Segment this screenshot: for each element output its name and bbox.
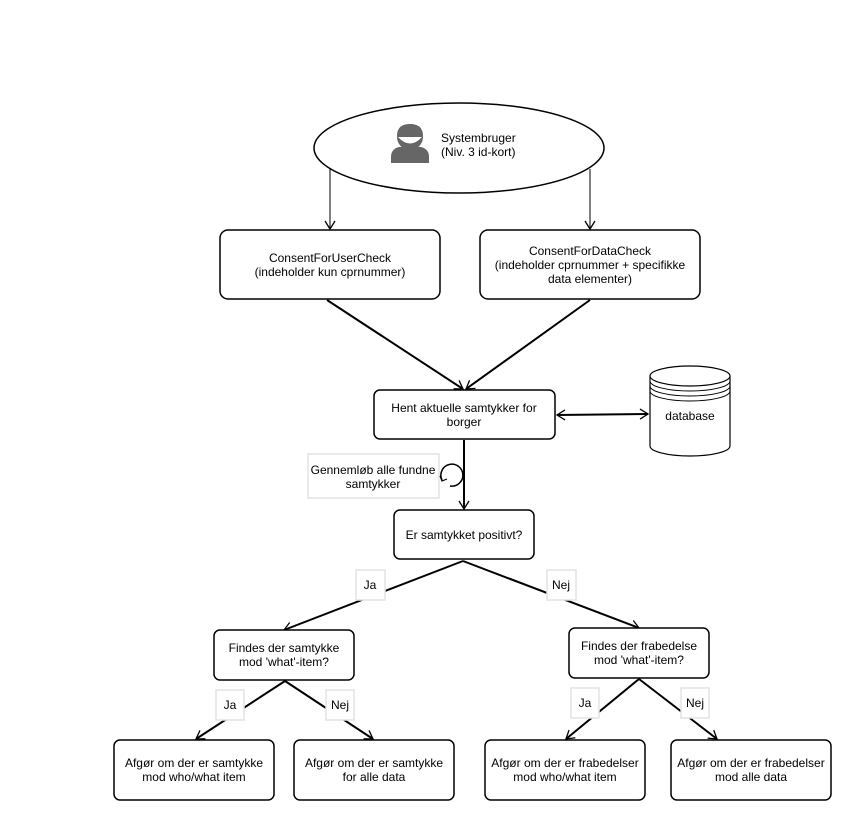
arrow-optout-no (638, 678, 718, 740)
outcome-optout-who-what-line1: Afgør om der er frabedelser (491, 756, 638, 770)
edge-label-consent-yes: Ja (215, 689, 245, 721)
edge-label-no: Nej (546, 569, 577, 601)
edge-label-yes: Ja (355, 569, 386, 601)
optout-what-item-line1: Findes der frabedelse (581, 639, 697, 653)
edge-label-yes-text: Ja (364, 578, 377, 592)
edge-label-no-text: Nej (552, 578, 570, 592)
loop-label-line1: Gennemløb alle fundne (311, 463, 436, 477)
fetch-consents-line1: Hent aktuelle samtykker for (391, 401, 536, 415)
loop-label-line2: samtykker (346, 477, 401, 491)
consent-user-check-node: ConsentForUserCheck (indeholder kun cprn… (219, 229, 441, 300)
edge-label-optout-no: Nej (680, 687, 710, 719)
decision-positive-label: Er samtykket positivt? (406, 528, 523, 542)
decision-positive-node: Er samtykket positivt? (393, 509, 535, 560)
consent-what-item-line2: mod 'what'-item? (239, 655, 329, 669)
arrow-optout-yes (565, 678, 640, 740)
outcome-optout-all: Afgør om der er frabedelser mod alle dat… (670, 739, 832, 801)
outcome-consent-who-what: Afgør om der er samtykke mod who/what it… (113, 739, 275, 801)
outcome-optout-all-line1: Afgør om der er frabedelser (677, 756, 824, 770)
optout-what-item-node: Findes der frabedelse mod 'what'-item? (568, 627, 710, 679)
arrow-fetch-database (557, 414, 648, 415)
consent-data-check-line1: ConsentForDataCheck (529, 244, 652, 258)
fetch-consents-line2: borger (447, 415, 482, 429)
consent-what-item-node: Findes der samtykke mod 'what'-item? (213, 629, 355, 681)
consent-data-check-line2: (indeholder cprnummer + specifikke (495, 258, 686, 272)
edge-label-consent-yes-text: Ja (224, 698, 237, 712)
user-icon (391, 124, 429, 163)
arrow-data-check-to-fetch (465, 299, 591, 390)
outcome-optout-who-what: Afgør om der er frabedelser mod who/what… (484, 739, 646, 801)
consent-data-check-node: ConsentForDataCheck (indeholder cprnumme… (479, 229, 701, 300)
edge-label-optout-yes: Ja (570, 687, 600, 719)
edge-label-optout-no-text: Nej (686, 696, 704, 710)
outcome-consent-who-what-line2: mod who/what item (142, 770, 245, 784)
arrow-user-check-to-fetch (326, 299, 465, 390)
consent-user-check-line2: (indeholder kun cprnummer) (255, 265, 406, 279)
database-icon (649, 365, 731, 457)
loop-icon (439, 463, 464, 487)
outcome-consent-all-line2: for alle data (343, 770, 406, 784)
consent-user-check-line1: ConsentForUserCheck (269, 251, 392, 265)
database-label: database (665, 409, 715, 423)
consent-data-check-line3: data elementer) (548, 272, 632, 286)
actor-label-line2: (Niv. 3 id-kort) (441, 145, 515, 159)
consent-what-item-line1: Findes der samtykke (229, 641, 340, 655)
outcome-consent-all: Afgør om der er samtykke for alle data (293, 739, 455, 801)
outcome-optout-who-what-line2: mod who/what item (513, 770, 616, 784)
optout-what-item-line2: mod 'what'-item? (594, 653, 684, 667)
edge-label-consent-no: Nej (325, 689, 355, 721)
edge-label-consent-no-text: Nej (331, 698, 349, 712)
edge-label-optout-yes-text: Ja (579, 696, 592, 710)
outcome-consent-all-line1: Afgør om der er samtykke (305, 756, 443, 770)
database-node: database (649, 365, 731, 457)
actor-node: Systembruger (Niv. 3 id-kort) (313, 102, 605, 194)
loop-annotation: Gennemløb alle fundne samtykker (307, 453, 440, 499)
outcome-optout-all-line2: mod alle data (715, 770, 787, 784)
outcome-consent-who-what-line1: Afgør om der er samtykke (125, 756, 263, 770)
actor-label-line1: Systembruger (441, 131, 516, 145)
fetch-consents-node: Hent aktuelle samtykker for borger (373, 389, 556, 440)
